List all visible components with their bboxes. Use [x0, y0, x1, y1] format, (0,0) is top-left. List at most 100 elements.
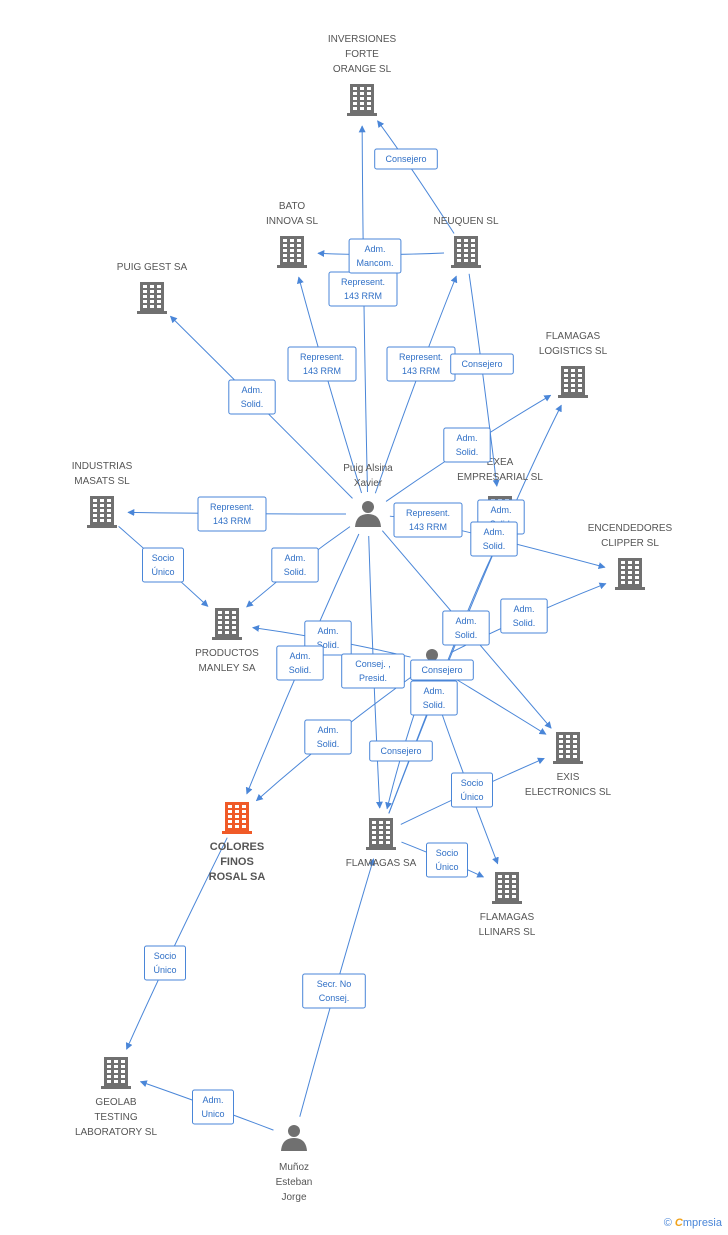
edge-puig-to-bato [296, 276, 363, 494]
edge-label-line: Socio [154, 951, 177, 961]
edge-label[interactable]: Secr. No Consej. [302, 973, 366, 1009]
edge-label-line: Represent. [300, 352, 344, 362]
node-productos[interactable]: PRODUCTOS MANLEY SA [195, 608, 259, 674]
building-icon [553, 732, 583, 764]
node-label-line: FLAMAGAS SA [346, 858, 417, 869]
building-icon [451, 236, 481, 268]
edge-label[interactable]: Represent. 143 RRM [393, 502, 463, 538]
node-label-line: ELECTRONICS SL [525, 787, 612, 798]
edge-label-line: Represent. [406, 508, 450, 518]
node-label-line: LLINARS SL [479, 927, 536, 938]
edge-label-line: Adm. [513, 604, 534, 614]
edge-label[interactable]: Consejero [410, 659, 474, 681]
building-icon [366, 818, 396, 850]
edge-label-line: Único [151, 567, 174, 577]
edge-label[interactable]: Represent.143 RRM [197, 496, 267, 532]
node-label-line: FINOS [220, 856, 254, 868]
node-label-line: PRODUCTOS [195, 648, 259, 659]
edge-label[interactable]: Adm.Unico [192, 1089, 234, 1125]
building-icon [277, 236, 307, 268]
edge-label-line: Adm. [317, 725, 338, 735]
edge-label[interactable]: Adm.Solid. [304, 719, 352, 755]
building-icon [212, 608, 242, 640]
edge-label-line: 143 RRM [303, 366, 341, 376]
edge-label[interactable]: Represent. 143 RRM [287, 346, 357, 382]
edge-label-line: Único [435, 862, 458, 872]
node-label-line: ROSAL SA [209, 871, 266, 883]
edge-label[interactable]: Adm.Solid. [500, 598, 548, 634]
edge-label-line: Consej. [319, 993, 350, 1003]
edge-label[interactable]: Adm.Solid. [228, 379, 276, 415]
edge-label[interactable]: Represent.143 RRM [386, 346, 456, 382]
edge-label[interactable]: Adm.Mancom. [348, 238, 402, 274]
copyright-symbol: © [663, 1217, 672, 1229]
edge-label[interactable]: Consejero [374, 148, 438, 170]
building-icon [347, 84, 377, 116]
edge-label[interactable]: Consejero [450, 353, 514, 375]
node-puiggest[interactable]: PUIG GEST SA [117, 262, 188, 314]
edge-label-line: 143 RRM [344, 291, 382, 301]
edge-label[interactable]: Consejero [369, 740, 433, 762]
edge-label[interactable]: Adm.Solid. [442, 610, 490, 646]
edge-label[interactable]: Adm.Solid. [470, 521, 518, 557]
edge-label-line: Adm. [455, 616, 476, 626]
edge-label-line: Consejero [380, 746, 421, 756]
edge-label-line: 143 RRM [213, 516, 251, 526]
edge-label-line: Represent. [341, 277, 385, 287]
edge-label[interactable]: Adm. Solid. [271, 547, 319, 583]
edge-label-line: Consejero [421, 665, 462, 675]
node-label-line: BATO [279, 201, 306, 212]
node-label-line: INVERSIONES [328, 34, 397, 45]
edge-label-line: Adm. [483, 527, 504, 537]
node-label-line: TESTING [94, 1112, 138, 1123]
edge-label-line: Solid. [423, 700, 446, 710]
node-label-line: Esteban [276, 1177, 313, 1188]
edge-label-line: Secr. No [317, 979, 352, 989]
edge-label-line: Presid. [359, 673, 387, 683]
node-geolab[interactable]: GEOLAB TESTING LABORATORY SL [75, 1057, 158, 1138]
building-icon [615, 558, 645, 590]
edge-label-line: Solid. [456, 447, 479, 457]
edge-label-line: Adm. [284, 553, 305, 563]
node-label-line: FLAMAGAS [546, 331, 601, 342]
node-label-line: Xavier [354, 478, 383, 489]
node-label-line: INNOVA SL [266, 216, 318, 227]
edge-label[interactable]: Consej. ,Presid. [341, 653, 405, 689]
edge-label[interactable]: Represent. 143 RRM [328, 271, 398, 307]
edge-label-line: 143 RRM [409, 522, 447, 532]
node-industrias[interactable]: INDUSTRIAS MASATS SL [72, 461, 133, 528]
edge-label-line: Adm. [202, 1095, 223, 1105]
node-label-line: GEOLAB [95, 1097, 136, 1108]
node-label-line: FORTE [345, 49, 379, 60]
node-label-line: INDUSTRIAS [72, 461, 133, 472]
brand-watermark: © Cmpresia [664, 1217, 722, 1229]
edge-label-line: Adm. [364, 244, 385, 254]
node-label-line: MASATS SL [74, 476, 130, 487]
building-icon [558, 366, 588, 398]
edge-label[interactable]: Adm.Solid. [276, 645, 324, 681]
edge-label-line: Solid. [284, 567, 307, 577]
node-bato[interactable]: BATO INNOVA SL [266, 201, 318, 268]
person-icon [281, 1125, 307, 1151]
edge-label[interactable]: Adm.Solid. [410, 680, 458, 716]
edge-label-line: 143 RRM [402, 366, 440, 376]
edge-label[interactable]: Adm.Solid. [443, 427, 491, 463]
node-label-line: NEUQUEN SL [433, 216, 498, 227]
node-flamagas[interactable]: FLAMAGAS SA [346, 818, 417, 869]
node-label-line: MANLEY SA [198, 663, 255, 674]
node-neuquen[interactable]: NEUQUEN SL [433, 216, 499, 268]
node-label-line: LABORATORY SL [75, 1127, 158, 1138]
edge-label-line: Solid. [289, 665, 312, 675]
